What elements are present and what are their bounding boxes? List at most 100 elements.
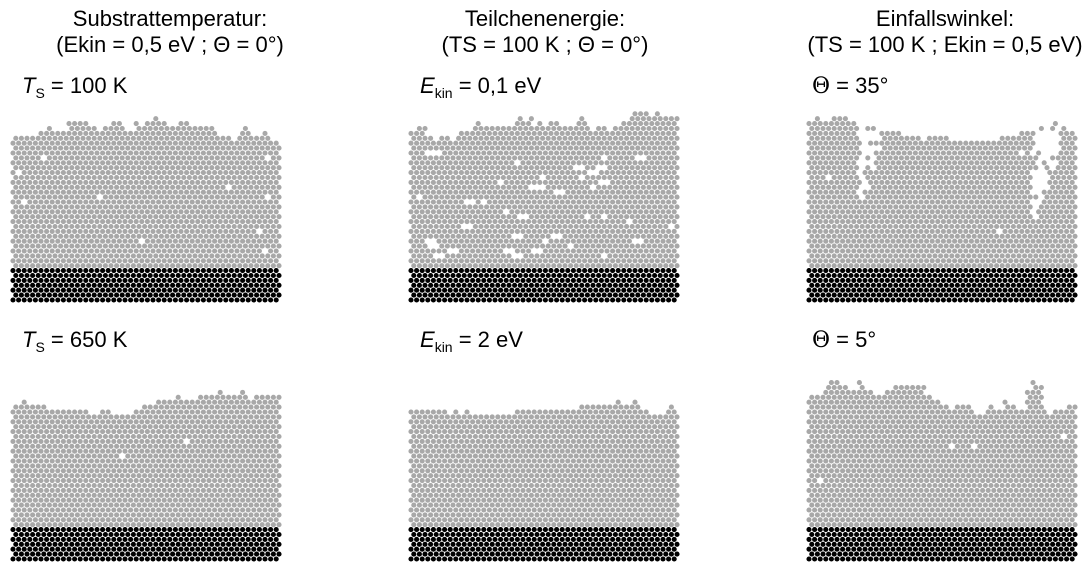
substrate-atom [442,277,448,283]
film-atom [55,468,61,474]
film-atom [660,248,666,254]
film-atom [652,243,658,249]
film-atom [416,135,422,141]
film-atom [593,258,599,264]
film-atom [481,248,487,254]
substrate-atom [150,297,156,303]
film-atom [576,121,582,127]
film-atom [660,150,666,156]
film-atom [514,238,520,244]
film-atom [559,258,565,264]
film-atom [621,170,627,176]
film-atom [254,145,260,151]
substrate-atom [273,287,279,293]
film-atom [559,130,565,136]
substrate-atom [212,556,218,562]
film-atom [144,497,150,503]
substrate-atom [72,297,78,303]
substrate-atom [150,527,156,533]
film-atom [475,238,481,244]
film-atom [164,414,170,420]
film-atom [167,429,173,435]
film-atom [46,443,52,449]
film-atom [128,189,134,195]
film-atom [439,263,445,269]
film-atom [21,179,27,185]
film-atom [195,478,201,484]
film-atom [612,194,618,200]
film-atom [618,204,624,210]
film-atom [565,160,571,166]
film-atom [44,209,50,215]
film-atom [509,209,515,215]
film-atom [80,125,86,132]
film-atom [576,238,582,244]
substrate-atom [217,556,223,562]
film-atom [495,194,501,200]
substrate-atom [105,527,111,533]
film-atom [136,473,142,479]
film-atom [161,199,167,205]
film-atom [195,150,201,156]
film-atom [228,458,234,464]
film-atom [456,135,462,141]
substrate-atom [582,277,588,283]
film-atom [147,424,153,430]
film-atom [256,258,262,264]
substrate-atom [44,277,50,283]
film-atom [548,150,554,156]
film-atom [259,204,265,210]
film-atom [234,160,240,166]
substrate-atom [629,272,635,279]
film-atom [576,179,582,185]
film-atom [674,125,680,132]
substrate-atom [66,268,72,274]
film-atom [153,135,159,141]
film-atom [226,145,232,151]
film-atom [666,199,672,205]
film-atom [203,492,209,498]
substrate-atom [453,556,459,562]
film-atom [430,140,436,146]
film-atom [83,189,89,195]
film-atom [559,160,565,166]
film-atom [111,248,117,254]
film-atom [192,165,198,171]
film-atom [192,463,198,469]
substrate-atom [60,287,66,293]
film-atom [472,135,478,141]
substrate-atom [240,536,246,542]
film-atom [153,204,159,210]
film-atom [46,253,52,259]
film-atom [139,248,145,254]
film-atom [142,135,148,141]
substrate-atom [175,292,181,298]
substrate-atom [217,277,223,283]
film-atom [228,399,234,405]
film-atom [186,502,192,508]
substrate-atom [551,282,557,288]
film-atom [158,253,164,259]
film-atom [72,258,78,264]
film-atom [116,121,122,127]
film-atom [170,243,176,249]
film-atom [30,433,36,440]
film-atom [178,248,184,254]
film-atom [80,174,86,181]
film-atom [130,263,136,269]
substrate-atom [38,287,44,293]
film-atom [100,170,106,176]
substrate-atom [94,556,100,562]
film-atom [119,433,125,440]
film-atom [568,263,574,269]
film-atom [13,253,19,259]
film-atom [60,258,66,264]
film-atom [189,189,195,195]
substrate-atom [66,287,72,293]
film-atom [13,502,19,508]
film-atom [231,433,237,440]
film-atom [198,145,204,151]
film-atom [635,125,641,132]
film-atom [226,492,232,498]
film-atom [237,145,243,151]
